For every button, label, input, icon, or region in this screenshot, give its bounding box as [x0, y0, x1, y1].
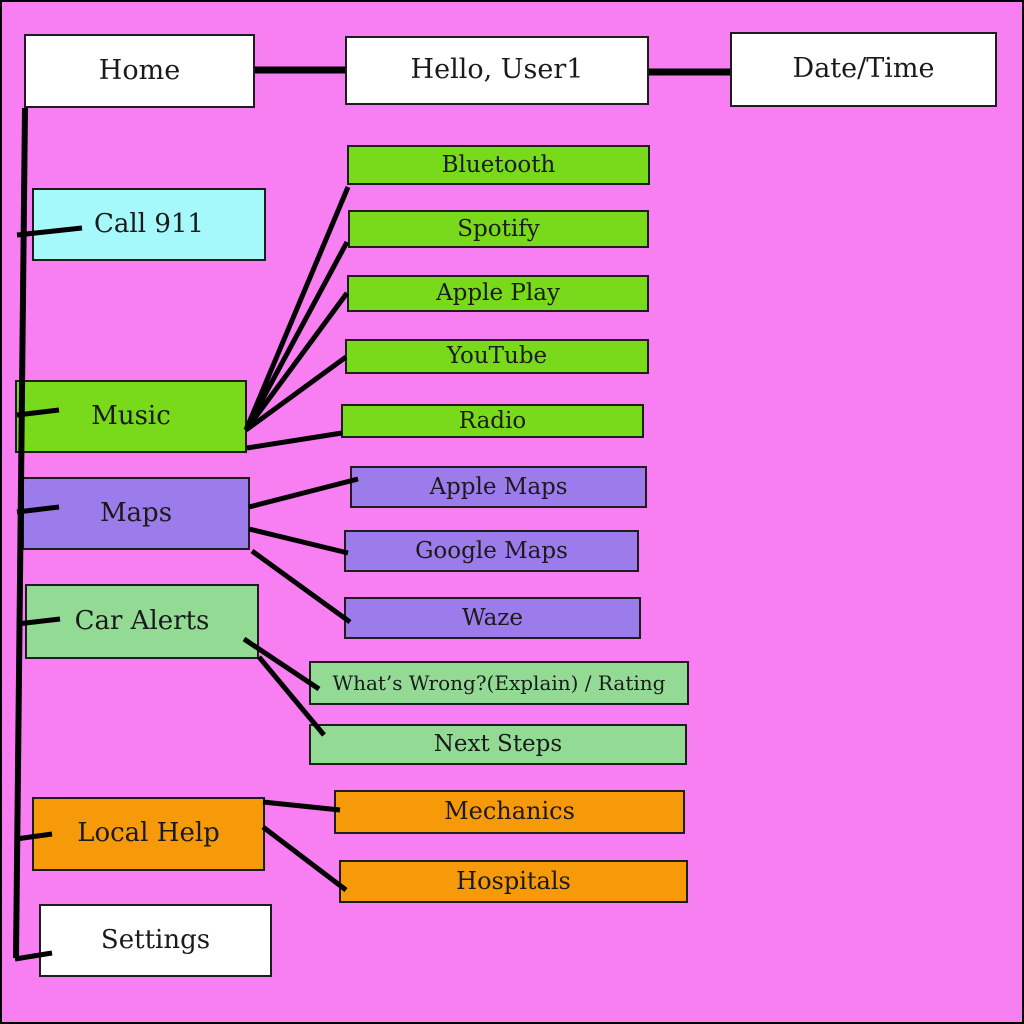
- node-radio[interactable]: Radio: [341, 404, 644, 438]
- node-whats-wrong[interactable]: What’s Wrong?(Explain) / Rating: [309, 661, 689, 705]
- connector-music-apple-play: [243, 291, 350, 432]
- connector-help-hospitals: [261, 825, 348, 892]
- connector-maps-waze: [250, 548, 352, 625]
- node-maps[interactable]: Maps: [22, 477, 250, 550]
- connector-music-radio: [246, 430, 343, 451]
- node-mechanics[interactable]: Mechanics: [334, 790, 685, 834]
- node-local-help[interactable]: Local Help: [32, 797, 265, 871]
- node-youtube[interactable]: YouTube: [345, 339, 649, 374]
- connector-maps-apple-maps: [248, 476, 359, 510]
- connector-music-spotify: [243, 240, 350, 432]
- node-bluetooth[interactable]: Bluetooth: [347, 145, 650, 185]
- connector-help-mechanics: [262, 799, 341, 813]
- node-waze[interactable]: Waze: [344, 597, 641, 639]
- node-car-alerts[interactable]: Car Alerts: [25, 584, 259, 659]
- connector-maps-google-maps: [248, 526, 349, 556]
- node-hospitals[interactable]: Hospitals: [339, 860, 688, 903]
- node-greeting[interactable]: Hello, User1: [345, 36, 649, 105]
- node-settings[interactable]: Settings: [39, 904, 272, 977]
- node-apple-play[interactable]: Apple Play: [347, 275, 649, 312]
- node-spotify[interactable]: Spotify: [348, 210, 649, 248]
- node-music[interactable]: Music: [15, 380, 247, 453]
- node-google-maps[interactable]: Google Maps: [344, 530, 639, 572]
- node-datetime[interactable]: Date/Time: [730, 32, 997, 107]
- connector-music-youtube: [244, 354, 348, 433]
- node-apple-maps[interactable]: Apple Maps: [350, 466, 647, 508]
- node-next-steps[interactable]: Next Steps: [309, 724, 687, 765]
- node-call-911[interactable]: Call 911: [32, 188, 266, 261]
- node-home[interactable]: Home: [24, 34, 255, 108]
